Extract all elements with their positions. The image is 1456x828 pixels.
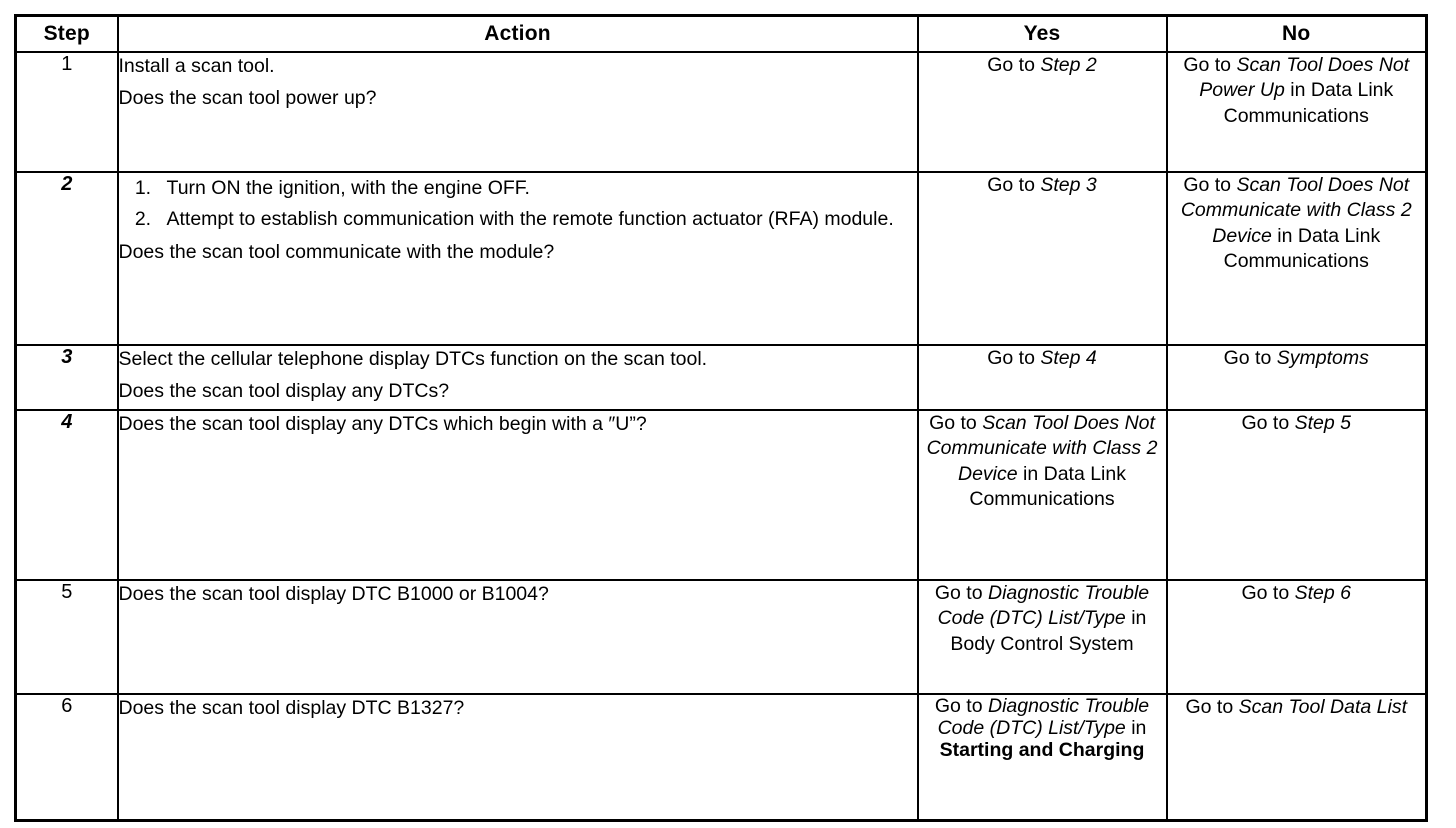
column-header-action: Action: [116, 14, 919, 53]
step-number: 6: [61, 695, 73, 717]
no-result-cell: Go to Step 5: [1165, 409, 1428, 581]
action-line: Does the scan tool power up?: [118, 86, 377, 109]
yes-result-part-2: in Body Control System: [950, 607, 1147, 655]
column-header-no: No: [1165, 14, 1428, 53]
no-result-part-0: Go to: [1183, 54, 1237, 76]
yes-result-part-0: Go to: [929, 412, 983, 434]
yes-result-part-0: Go to: [987, 174, 1041, 196]
yes-result-part-0: Go to: [987, 347, 1041, 369]
yes-result-part-1: Step 4: [1040, 347, 1097, 369]
no-result-part-1: Step 6: [1294, 582, 1351, 604]
table-row: 6 Does the scan tool display DTC B1327? Go…: [14, 693, 1428, 821]
action-cell: Select the cellular telephone display DT…: [116, 344, 919, 411]
yes-result-cell: Go to Diagnostic Trouble Code (DTC) List…: [916, 579, 1168, 695]
no-result-part-0: Go to: [1241, 582, 1295, 604]
no-result-cell: Go to Scan Tool Does Not Communicate wit…: [1165, 171, 1428, 346]
yes-result-cell: Go to Diagnostic Trouble Code (DTC) List…: [916, 693, 1168, 821]
table-row: 3 Select the cellular telephone display D…: [14, 344, 1428, 411]
action-line: Does the scan tool display DTC B1327?: [118, 697, 465, 719]
step-number-cell: 2: [14, 171, 119, 346]
yes-result-part-1: Step 3: [1040, 174, 1097, 196]
action-cell: Does the scan tool display DTC B1327?: [116, 693, 919, 821]
no-result-part-1: Scan Tool Does Not Power Up: [1199, 54, 1410, 102]
no-result-cell: Go to Step 6: [1165, 579, 1428, 695]
column-header-yes: Yes: [916, 14, 1168, 53]
action-step-list: Turn ON the ignition, with the engine OF…: [119, 175, 917, 233]
yes-result-part-0: Go to: [987, 54, 1041, 76]
no-result-part-1: Scan Tool Data List: [1238, 696, 1407, 718]
yes-result-cell: Go to Step 3: [916, 171, 1168, 346]
action-cell: Install a scan tool. Does the scan tool p…: [116, 51, 919, 173]
no-result-part-0: Go to: [1241, 412, 1295, 434]
action-line: Select the cellular telephone display DT…: [118, 348, 708, 370]
action-cell: Turn ON the ignition, with the engine OF…: [116, 171, 919, 346]
yes-result-part-1: Diagnostic Trouble Code (DTC) List/Type: [937, 695, 1150, 740]
step-number-cell: 1: [14, 51, 119, 173]
diagnostic-procedure-table: Step Action Yes No 1 Install a scan tool.…: [14, 14, 1428, 822]
no-result-part-0: Go to: [1223, 347, 1277, 369]
no-result-part-0: Go to: [1185, 696, 1239, 718]
header-row: Step Action Yes No: [14, 14, 1428, 53]
no-result-cell: Go to Symptoms: [1165, 344, 1428, 411]
yes-result-part-1: Scan Tool Does Not Communicate with Clas…: [926, 412, 1158, 485]
step-number: 4: [61, 411, 73, 433]
action-line: Does the scan tool display any DTCs whic…: [118, 413, 647, 435]
no-result-cell: Go to Scan Tool Does Not Power Up in Dat…: [1165, 51, 1428, 173]
step-number: 5: [61, 581, 73, 603]
step-number-cell: 3: [14, 344, 119, 411]
no-result-part-0: Go to: [1183, 174, 1237, 196]
table-header: Step Action Yes No: [14, 14, 1428, 53]
column-header-step: Step: [14, 14, 119, 53]
step-number-cell: 5: [14, 579, 119, 695]
table-row: 4 Does the scan tool display any DTCs whi…: [14, 409, 1428, 581]
yes-result-cell: Go to Scan Tool Does Not Communicate wit…: [916, 409, 1168, 581]
table-body: 1 Install a scan tool. Does the scan tool …: [14, 51, 1428, 821]
table-row: 2 Turn ON the ignition, with the engine O…: [14, 171, 1428, 346]
no-result-part-2: in Data Link Communications: [1223, 224, 1381, 273]
step-number: 3: [61, 346, 73, 368]
no-result-part-1: Scan Tool Does Not Communicate with Clas…: [1180, 174, 1412, 247]
action-line: Does the scan tool display DTC B1000 or …: [118, 583, 549, 605]
yes-result-part-1: Diagnostic Trouble Code (DTC) List/Type: [937, 582, 1150, 630]
yes-result-part-1: Step 2: [1040, 54, 1097, 76]
action-step-list-item: Turn ON the ignition, with the engine OF…: [157, 175, 917, 203]
yes-result-part-2: in Data Link Communications: [969, 462, 1126, 511]
action-step-list-item: Attempt to establish communication with …: [157, 206, 917, 234]
step-number: 1: [61, 53, 73, 75]
no-result-part-1: Step 5: [1294, 412, 1351, 434]
action-cell: Does the scan tool display DTC B1000 or …: [116, 579, 919, 695]
yes-result-cell: Go to Step 4: [916, 344, 1168, 411]
yes-result-part-0: Go to: [934, 695, 988, 717]
action-line: Install a scan tool.: [118, 55, 275, 77]
action-line: Does the scan tool communicate with the …: [118, 241, 555, 264]
no-result-cell: Go to Scan Tool Data List: [1165, 693, 1428, 821]
yes-result-part-0: Go to: [934, 582, 988, 604]
action-cell: Does the scan tool display any DTCs whic…: [116, 409, 919, 581]
action-line: Does the scan tool display any DTCs?: [118, 379, 450, 402]
yes-result-part-3: Starting and Charging: [939, 739, 1145, 762]
step-number-cell: 6: [14, 693, 119, 821]
no-result-part-2: in Data Link Communications: [1223, 79, 1394, 127]
yes-result-part-2: in: [1125, 717, 1147, 740]
table-row: 1 Install a scan tool. Does the scan tool …: [14, 51, 1428, 173]
step-number-cell: 4: [14, 409, 119, 581]
yes-result-cell: Go to Step 2: [916, 51, 1168, 173]
step-number: 2: [61, 173, 73, 195]
no-result-part-1: Symptoms: [1276, 347, 1369, 369]
table-row: 5 Does the scan tool display DTC B1000 or…: [14, 579, 1428, 695]
